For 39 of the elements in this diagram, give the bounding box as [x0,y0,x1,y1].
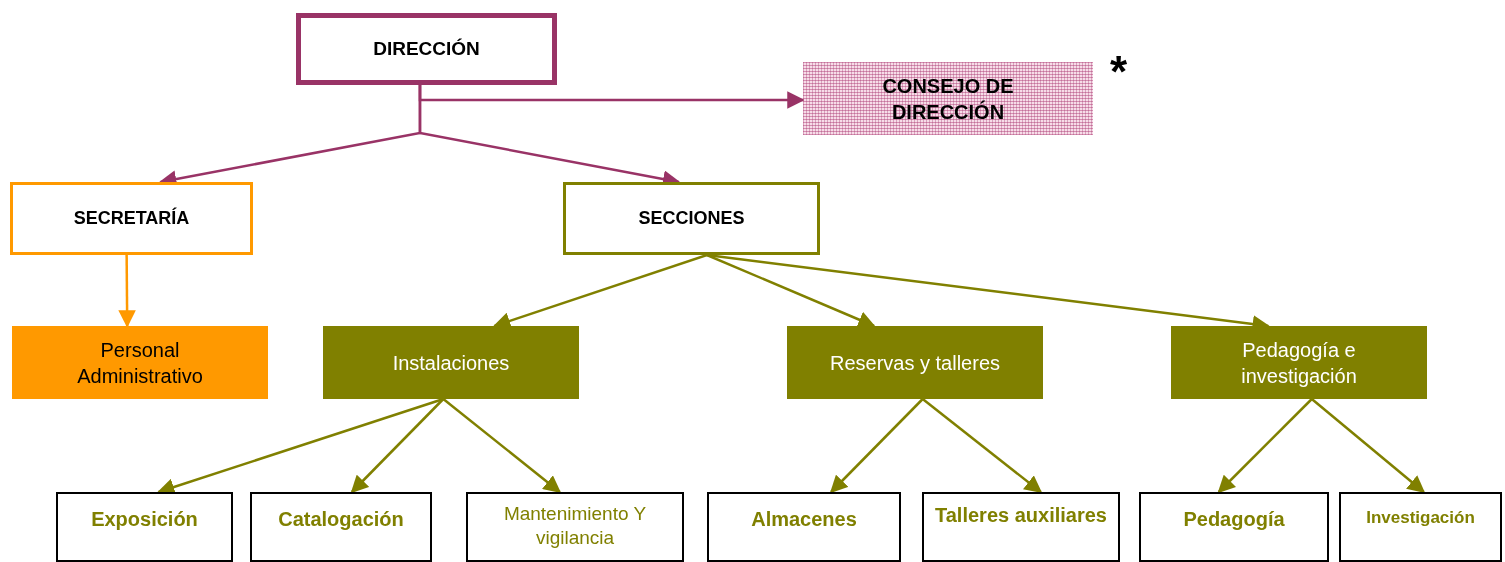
subsection-box [466,492,684,562]
arrow [118,255,136,328]
subsection-box [250,492,432,562]
node-label: Pedagogía e investigación [1240,337,1358,389]
unit-box [12,326,268,399]
management-box [296,13,557,85]
department-box [563,182,820,255]
council-box [803,62,1093,135]
arrow [442,398,562,494]
arrow [829,398,924,494]
arrow [1217,398,1313,494]
node-label: Almacenes [751,507,857,532]
node-label: DIRECCIÓN [373,36,480,61]
node-label: Exposición [91,507,198,532]
node-label: CONSEJO DE DIRECCIÓN [881,73,1015,125]
footnote-mark: * [1110,50,1128,94]
node-label: Instalaciones [392,350,510,376]
node-label: Investigación [1366,507,1475,529]
node-label: SECRETARÍA [73,206,190,230]
node-label: Catalogación [278,507,404,532]
arrow [350,398,445,494]
section-box [323,326,579,399]
node-label: Talleres auxiliares [935,503,1107,528]
section-box [787,326,1043,399]
department-box [10,182,253,255]
subsection-box [922,492,1120,562]
subsection-box [56,492,233,562]
arrow [1311,398,1426,494]
node-label: Personal Administrativo [76,337,204,389]
node-label: Mantenimiento Y vigilancia [502,502,648,550]
node-label: Reservas y talleres [829,350,1001,376]
arrow [921,398,1043,494]
section-box [1171,326,1427,399]
subsection-box [707,492,901,562]
arrow [706,253,876,328]
subsection-box [1139,492,1329,562]
subsection-box [1339,492,1502,562]
node-label: Pedagogía [1183,507,1285,532]
node-label: SECCIONES [638,207,745,230]
